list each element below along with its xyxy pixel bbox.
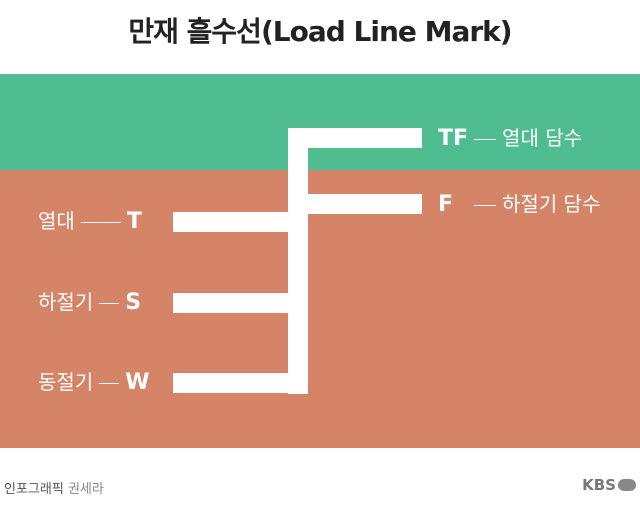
- kbs-logo: KBS: [582, 476, 636, 494]
- sea-water-band: [0, 170, 640, 448]
- mark-code: TF: [438, 126, 469, 151]
- footer-credit: 인포그래픽 권세라: [4, 478, 104, 497]
- mark-label-f: F 하절기 담수: [438, 192, 600, 217]
- mark-code: T: [126, 209, 142, 234]
- tf-line-bar: [288, 128, 422, 148]
- tropical-fresh-water-band: [0, 74, 640, 170]
- mark-description: 하절기 담수: [502, 192, 601, 216]
- author-name: 권세라: [67, 482, 104, 497]
- s-line-bar: [173, 293, 308, 313]
- mark-code: W: [125, 370, 150, 395]
- logo-text: KBS: [582, 476, 616, 494]
- season-label: 하절기: [38, 290, 94, 314]
- mark-label-s: 하절기 S: [38, 290, 141, 315]
- w-line-bar: [173, 373, 308, 393]
- mark-code: S: [125, 290, 142, 315]
- mark-label-tf: TF 열대 담수: [438, 126, 582, 151]
- season-label: 열대: [38, 209, 75, 233]
- mark-description: 열대 담수: [502, 126, 583, 150]
- season-label: 동절기: [38, 370, 94, 394]
- t-line-bar: [173, 212, 308, 232]
- mark-code: F: [438, 192, 454, 217]
- page-title: 만재 흘수선(Load Line Mark): [128, 15, 512, 48]
- credit-label: 인포그래픽: [4, 482, 64, 497]
- f-line-bar: [288, 194, 422, 214]
- vertical-stem-upper: [288, 128, 308, 214]
- mark-label-t: 열대 T: [38, 209, 142, 234]
- kbs-logo-icon: [618, 479, 636, 491]
- mark-label-w: 동절기 W: [38, 370, 149, 395]
